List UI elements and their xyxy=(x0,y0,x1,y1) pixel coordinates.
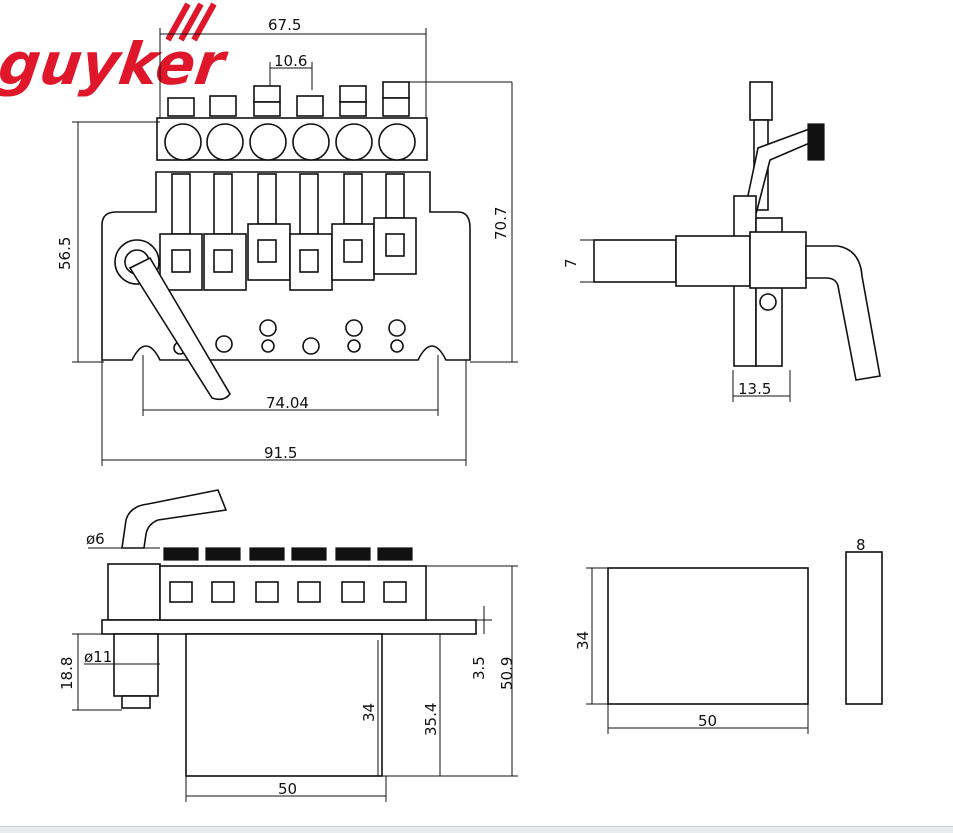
dim-18-8: 18.8 xyxy=(58,657,76,690)
rear-tuner-knobs xyxy=(163,547,413,561)
dim-10-6: 10.6 xyxy=(274,52,307,70)
fine-tuners xyxy=(167,81,512,117)
dim-34-block: 34 xyxy=(574,631,592,650)
block-side xyxy=(845,551,883,705)
dim-o6: ø6 xyxy=(86,530,105,548)
brand-logo: guyker xyxy=(0,2,232,98)
logo-text: guyker xyxy=(0,30,232,98)
dim-67-5: 67.5 xyxy=(268,16,301,34)
rear-arm xyxy=(121,489,228,549)
dim-91-5: 91.5 xyxy=(264,444,297,462)
saddles xyxy=(159,173,417,355)
dim-50-block: 50 xyxy=(698,712,717,730)
dim-34: 34 xyxy=(360,703,378,722)
side-fine-tuner xyxy=(749,81,773,121)
rear-saddles xyxy=(169,581,407,603)
dim-50-9: 50.9 xyxy=(498,657,516,690)
dim-7: 7 xyxy=(562,258,580,268)
tuner-knobs xyxy=(164,123,416,161)
dim-13-5: 13.5 xyxy=(738,380,771,398)
rear-sustain-block xyxy=(185,633,383,777)
dim-70-7: 70.7 xyxy=(492,207,510,240)
dim-o11: ø11 xyxy=(84,648,112,666)
tremolo-arm xyxy=(128,256,231,401)
dim-3-5: 3.5 xyxy=(470,656,488,680)
dim-35-4: 35.4 xyxy=(422,703,440,736)
dim-8-block: 8 xyxy=(856,536,866,554)
dim-56-5: 56.5 xyxy=(56,237,74,270)
rear-view: ø6 18.8 ø11 34 xyxy=(58,489,518,802)
rear-baseplate xyxy=(101,619,477,635)
block-view: 34 50 8 xyxy=(574,536,883,734)
side-arm xyxy=(805,245,881,381)
front-view: 67.5 10.6 xyxy=(56,16,518,466)
side-view: 7 13.5 xyxy=(562,81,881,402)
window-bottom-bar xyxy=(0,826,953,833)
dim-50-rear: 50 xyxy=(278,780,297,798)
block-front xyxy=(607,567,809,705)
dim-74-04: 74.04 xyxy=(266,394,309,412)
